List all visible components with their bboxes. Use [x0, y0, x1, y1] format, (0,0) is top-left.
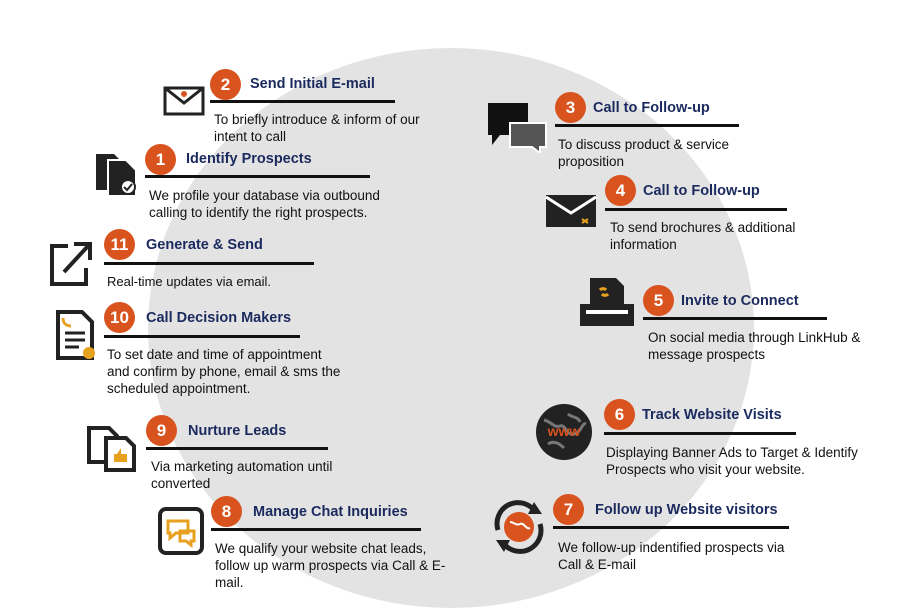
envelope-icon — [163, 86, 205, 116]
step-divider — [643, 317, 827, 320]
step-title: Track Website Visits — [642, 407, 782, 423]
document-phone-icon — [55, 309, 97, 361]
step-divider — [210, 100, 395, 103]
documents-thumbs-up-icon — [86, 422, 138, 472]
step-divider — [104, 335, 300, 338]
step-divider — [104, 262, 314, 265]
step-title: Nurture Leads — [188, 423, 287, 439]
step-description: To set date and time of appointment and … — [107, 347, 341, 396]
step-divider — [146, 447, 328, 450]
step-title: Call Decision Makers — [146, 310, 292, 326]
envelope-shuffle-icon — [544, 193, 598, 229]
step-description: We follow-up indentified prospects via C… — [558, 540, 785, 572]
step-number: 11 — [104, 229, 135, 260]
step-title: Invite to Connect — [681, 293, 799, 309]
step-description: Displaying Banner Ads to Target & Identi… — [606, 445, 858, 477]
step-divider — [605, 208, 787, 211]
www-label: www — [547, 423, 581, 439]
step-description: To send brochures & additional informati… — [610, 220, 796, 252]
step-description: Real-time updates via email. — [107, 274, 272, 289]
step-divider — [555, 124, 739, 127]
step-title: Call to Follow-up — [593, 100, 710, 116]
document-check-icon — [94, 152, 142, 198]
chat-icon — [158, 507, 204, 555]
step-number: 8 — [211, 496, 242, 527]
step-divider — [604, 432, 796, 435]
printer-link-icon — [578, 276, 636, 332]
chat-bubbles-icon — [486, 101, 548, 153]
step-title: Manage Chat Inquiries — [253, 504, 408, 520]
step-description: On social media through LinkHub & messag… — [648, 330, 861, 362]
background-circle — [148, 48, 754, 608]
step-divider — [211, 528, 421, 531]
step-number: 2 — [210, 69, 241, 100]
step-number: 7 — [553, 494, 584, 525]
step-description: To discuss product & service proposition — [558, 137, 730, 169]
step-number: 10 — [104, 302, 135, 333]
step-title: Follow up Website visitors — [595, 502, 778, 518]
step-divider — [553, 526, 789, 529]
step-divider — [145, 175, 370, 178]
globe-refresh-icon — [490, 500, 548, 554]
step-number: 1 — [145, 144, 176, 175]
step-title: Call to Follow-up — [643, 183, 760, 199]
external-link-icon — [48, 238, 94, 288]
step-description: We qualify your website chat leads, foll… — [215, 541, 446, 590]
step-title: Send Initial E-mail — [250, 76, 375, 92]
step-number: 5 — [643, 285, 674, 316]
step-title: Identify Prospects — [186, 151, 312, 167]
step-description: We profile your database via outbound ca… — [149, 188, 380, 220]
step-description: To briefly introduce & inform of our int… — [214, 112, 420, 144]
step-number: 9 — [146, 415, 177, 446]
step-title: Generate & Send — [146, 237, 263, 253]
step-number: 6 — [604, 399, 635, 430]
step-description: Via marketing automation until converted — [151, 459, 333, 491]
step-number: 3 — [555, 92, 586, 123]
step-number: 4 — [605, 175, 636, 206]
globe-www-icon: www — [534, 402, 594, 462]
